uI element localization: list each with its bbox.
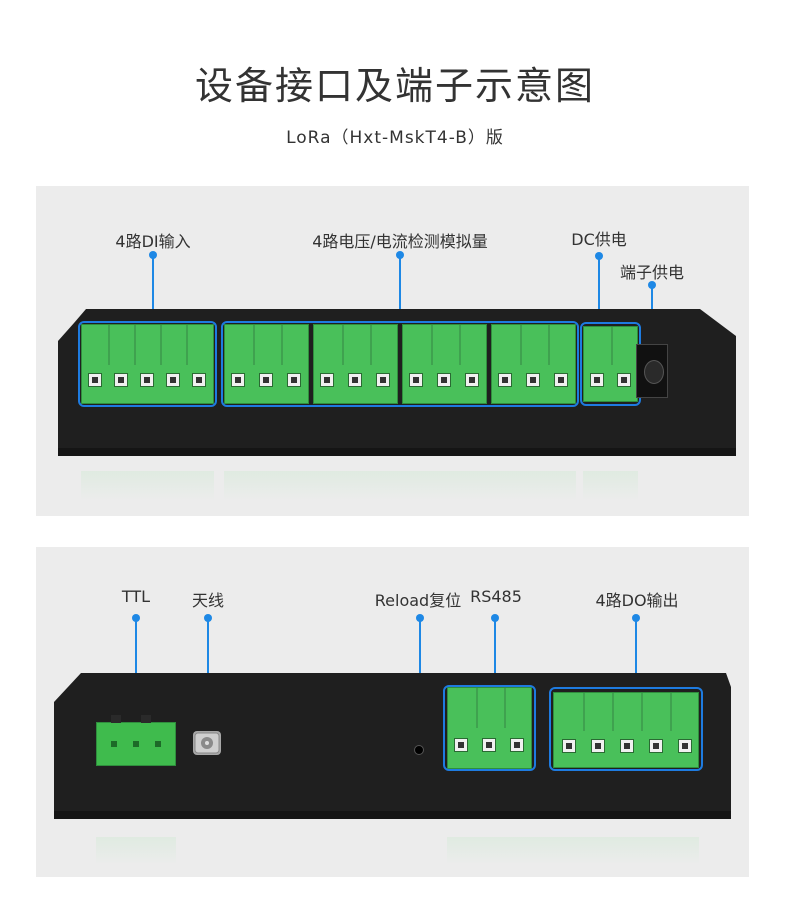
rs485-terminal-block xyxy=(447,687,532,769)
dc-jack xyxy=(636,344,668,398)
analog-highlight-box xyxy=(221,321,579,407)
leader-line xyxy=(598,256,600,322)
leader-line xyxy=(399,255,401,323)
di-terminal-block xyxy=(81,324,214,404)
reload-button[interactable] xyxy=(414,745,424,755)
label-rs485: RS485 xyxy=(470,587,522,606)
label-do-output: 4路DO输出 xyxy=(595,591,679,610)
label-ttl: TTL xyxy=(121,587,151,606)
do-highlight-box xyxy=(549,687,703,771)
label-analog-input: 4路电压/电流检测模拟量 xyxy=(312,232,488,251)
reflection xyxy=(81,471,214,501)
page-title: 设备接口及端子示意图 xyxy=(194,64,595,108)
label-antenna: 天线 xyxy=(191,591,225,610)
reflection xyxy=(583,471,638,501)
di-highlight-box xyxy=(78,321,217,407)
analog-terminal-block xyxy=(402,324,487,404)
power-terminal-block xyxy=(583,326,638,402)
back-panel-photo: TTL 天线 Reload复位 RS485 4路DO输出 xyxy=(36,547,749,877)
leader-line xyxy=(207,618,209,723)
analog-terminal-block xyxy=(313,324,398,404)
rs485-highlight-box xyxy=(443,685,536,771)
reflection xyxy=(224,471,576,501)
label-reload: Reload复位 xyxy=(374,591,462,610)
reflection xyxy=(96,837,176,865)
dc-highlight-box xyxy=(580,322,641,406)
analog-terminal-block xyxy=(224,324,309,404)
label-dc-power: DC供电 xyxy=(571,230,627,249)
analog-terminal-block xyxy=(491,324,576,404)
label-di-input: 4路DI输入 xyxy=(115,232,191,251)
ttl-connector xyxy=(96,715,176,766)
front-panel-photo: 4路DI输入 4路电压/电流检测模拟量 DC供电 端子供电 xyxy=(36,186,749,516)
leader-line xyxy=(635,618,637,686)
leader-line xyxy=(135,618,137,716)
reflection xyxy=(447,837,699,865)
label-terminal-power: 端子供电 xyxy=(619,263,685,282)
leader-line xyxy=(152,255,154,323)
do-terminal-block xyxy=(553,692,699,768)
leader-line xyxy=(494,618,496,686)
antenna-sma-connector xyxy=(189,721,225,761)
page-subtitle: LoRa（Hxt-MskT4-B）版 xyxy=(286,128,504,148)
